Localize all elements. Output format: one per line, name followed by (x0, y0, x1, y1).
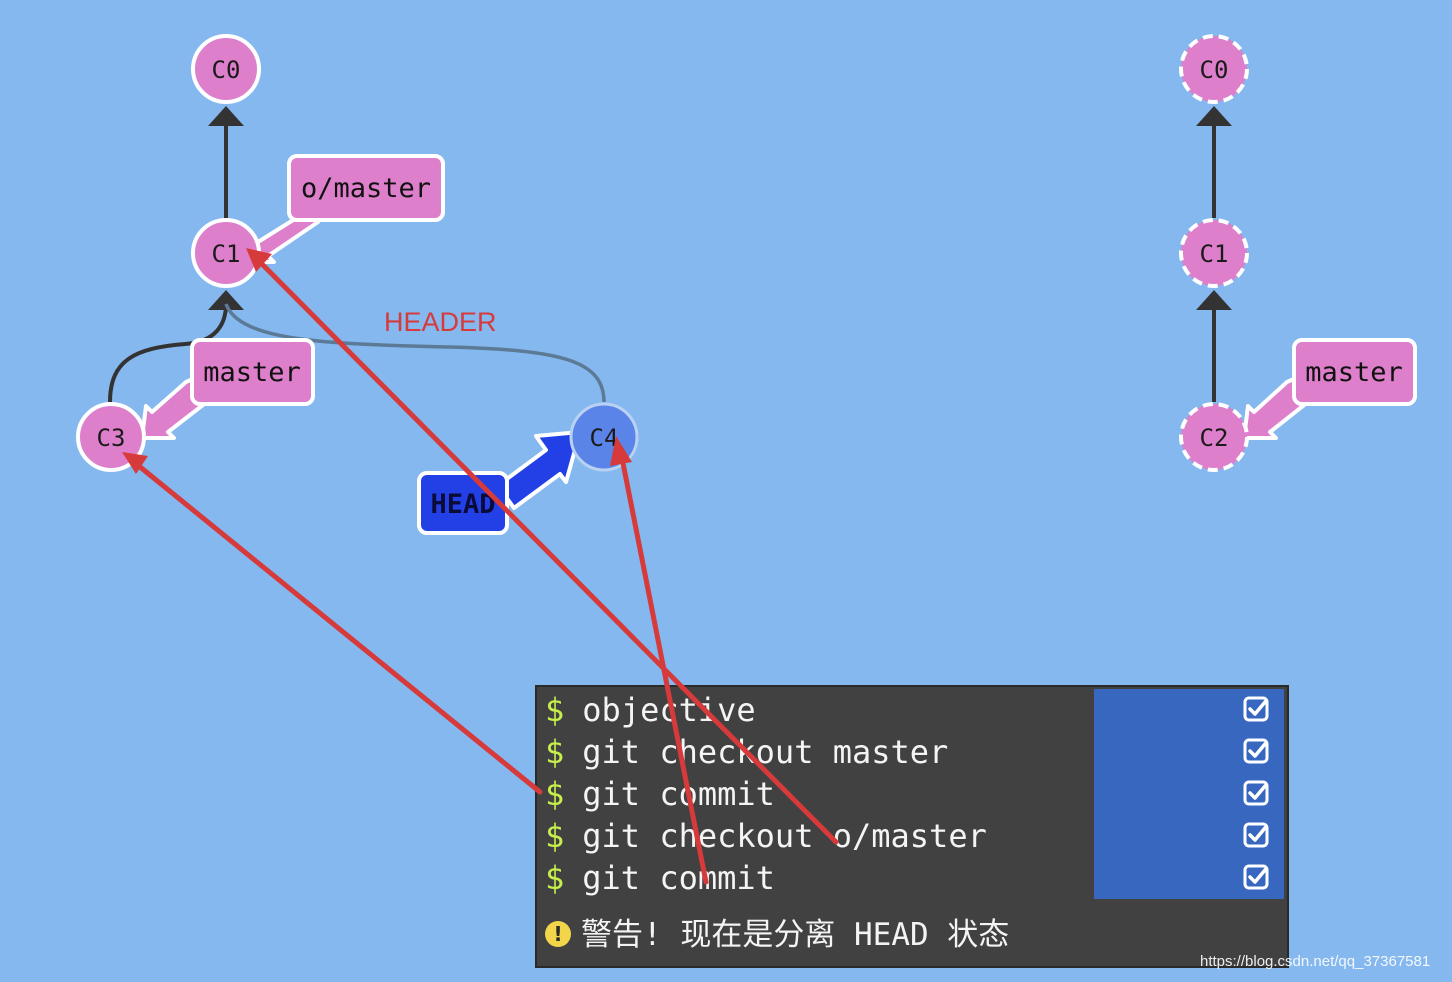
prompt-symbol: $ (545, 817, 565, 855)
warning-text: 警告! 现在是分离 HEAD 状态 (581, 917, 1010, 953)
commit-label-c2-right: C2 (1200, 424, 1229, 452)
command-row: $ git commit (545, 857, 775, 899)
commit-label-c3-left: C3 (97, 424, 126, 452)
command-row: $ git commit (545, 773, 775, 815)
checkbox-checked-icon (1243, 738, 1269, 764)
head-label: HEAD (430, 489, 495, 520)
commit-label-c0-right: C0 (1200, 56, 1229, 84)
watermark: https://blog.csdn.net/qq_37367581 (1200, 953, 1431, 970)
command-text: git commit (582, 775, 775, 813)
edge-arrowhead-right-c0 (1196, 106, 1232, 126)
commit-c2-right: C2 (1179, 402, 1249, 472)
branch-label-o-master: o/master (301, 173, 431, 204)
edge-arrowhead-right-c1 (1196, 290, 1232, 310)
commit-c4-left: C4 (569, 402, 639, 472)
command-text: git checkout o/master (582, 817, 987, 855)
checkbox-checked-icon (1243, 696, 1269, 722)
prompt-symbol: $ (545, 775, 565, 813)
command-row: $ git checkout o/master (545, 815, 987, 857)
warning-message: ! 警告! 现在是分离 HEAD 状态 (545, 915, 1009, 955)
commit-label-c4-left: C4 (590, 424, 619, 452)
command-text: git checkout master (582, 733, 949, 771)
commit-label-c0-left: C0 (212, 56, 241, 84)
command-row: $ objective (545, 689, 756, 731)
checkbox-checked-icon (1243, 864, 1269, 890)
prompt-symbol: $ (545, 859, 565, 897)
checkbox-checked-icon (1243, 780, 1269, 806)
warning-icon: ! (545, 920, 571, 947)
commit-c3-left: C3 (76, 402, 146, 472)
branch-label-box-o-master (287, 154, 445, 222)
commit-c1-right: C1 (1179, 218, 1249, 288)
command-text: objective (582, 691, 756, 729)
commit-c1-left: C1 (191, 218, 261, 288)
commit-label-c1-left: C1 (212, 240, 241, 268)
command-terminal: $ objective $ git checkout master $ git com… (535, 685, 1289, 968)
branch-label-master-right: master (1305, 357, 1403, 388)
branch-label-master-left: master (203, 357, 301, 388)
commit-c0-left: C0 (191, 34, 261, 104)
commit-label-c1-right: C1 (1200, 240, 1229, 268)
head-arrow (496, 430, 582, 510)
commit-c0-right: C0 (1179, 34, 1249, 104)
annotation-header-label: HEADER (384, 307, 497, 337)
edge-arrowhead-left-c0 (208, 106, 244, 126)
edge-c3-c1 (108, 303, 228, 403)
checkbox-checked-icon (1243, 822, 1269, 848)
command-text: git commit (582, 859, 775, 897)
prompt-symbol: $ (545, 733, 565, 771)
prompt-symbol: $ (545, 691, 565, 729)
edge-arrowhead-left-c1 (208, 290, 244, 310)
command-row: $ git checkout master (545, 731, 948, 773)
branch-label-box-master-right (1292, 338, 1417, 406)
